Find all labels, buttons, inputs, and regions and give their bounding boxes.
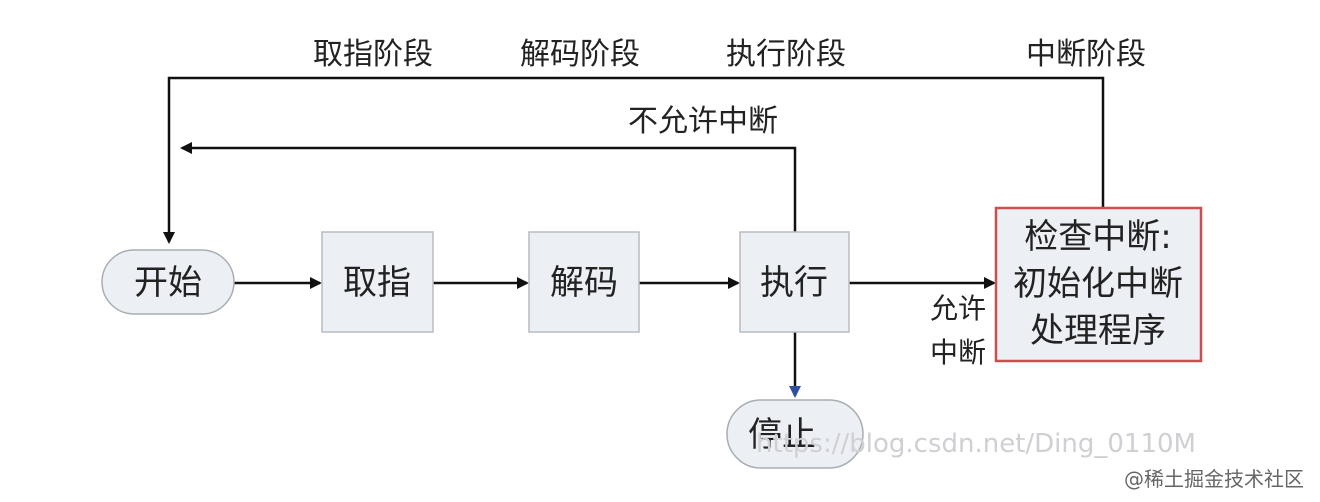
- phase-label-interrupt: 中断阶段: [1026, 37, 1146, 72]
- node-check-line1: 检查中断:: [1024, 217, 1171, 257]
- node-stop-label: 停止: [748, 415, 816, 455]
- node-execute-label: 执行: [760, 263, 828, 303]
- node-start: [101, 249, 235, 315]
- phase-label-fetch: 取指阶段: [313, 37, 433, 72]
- edge-label-allow-line1: 允许: [930, 292, 986, 325]
- node-execute: [739, 231, 850, 333]
- node-start-label: 开始: [134, 263, 202, 303]
- watermark-site: @稀土掘金技术社区: [1124, 467, 1304, 491]
- phase-label-decode: 解码阶段: [520, 37, 640, 72]
- watermark-blog-url: https://blog.csdn.net/Ding_0110M: [756, 429, 1196, 459]
- node-stop: [726, 399, 864, 469]
- edge-label-allow-line2: 中断: [930, 336, 986, 369]
- node-decode: [528, 231, 640, 333]
- node-check-line3: 处理程序: [1030, 311, 1166, 351]
- phase-label-execute: 执行阶段: [726, 37, 846, 72]
- node-fetch: [321, 231, 434, 333]
- edge-label-no-interrupt: 不允许中断: [628, 104, 778, 139]
- node-check-interrupt: [994, 206, 1203, 363]
- edge-interrupt-to-start: [163, 76, 1105, 244]
- node-fetch-label: 取指: [343, 263, 411, 303]
- edge-execute-no-interrupt: [180, 142, 797, 232]
- node-check-line2: 初始化中断: [1013, 264, 1183, 304]
- node-decode-label: 解码: [550, 263, 618, 303]
